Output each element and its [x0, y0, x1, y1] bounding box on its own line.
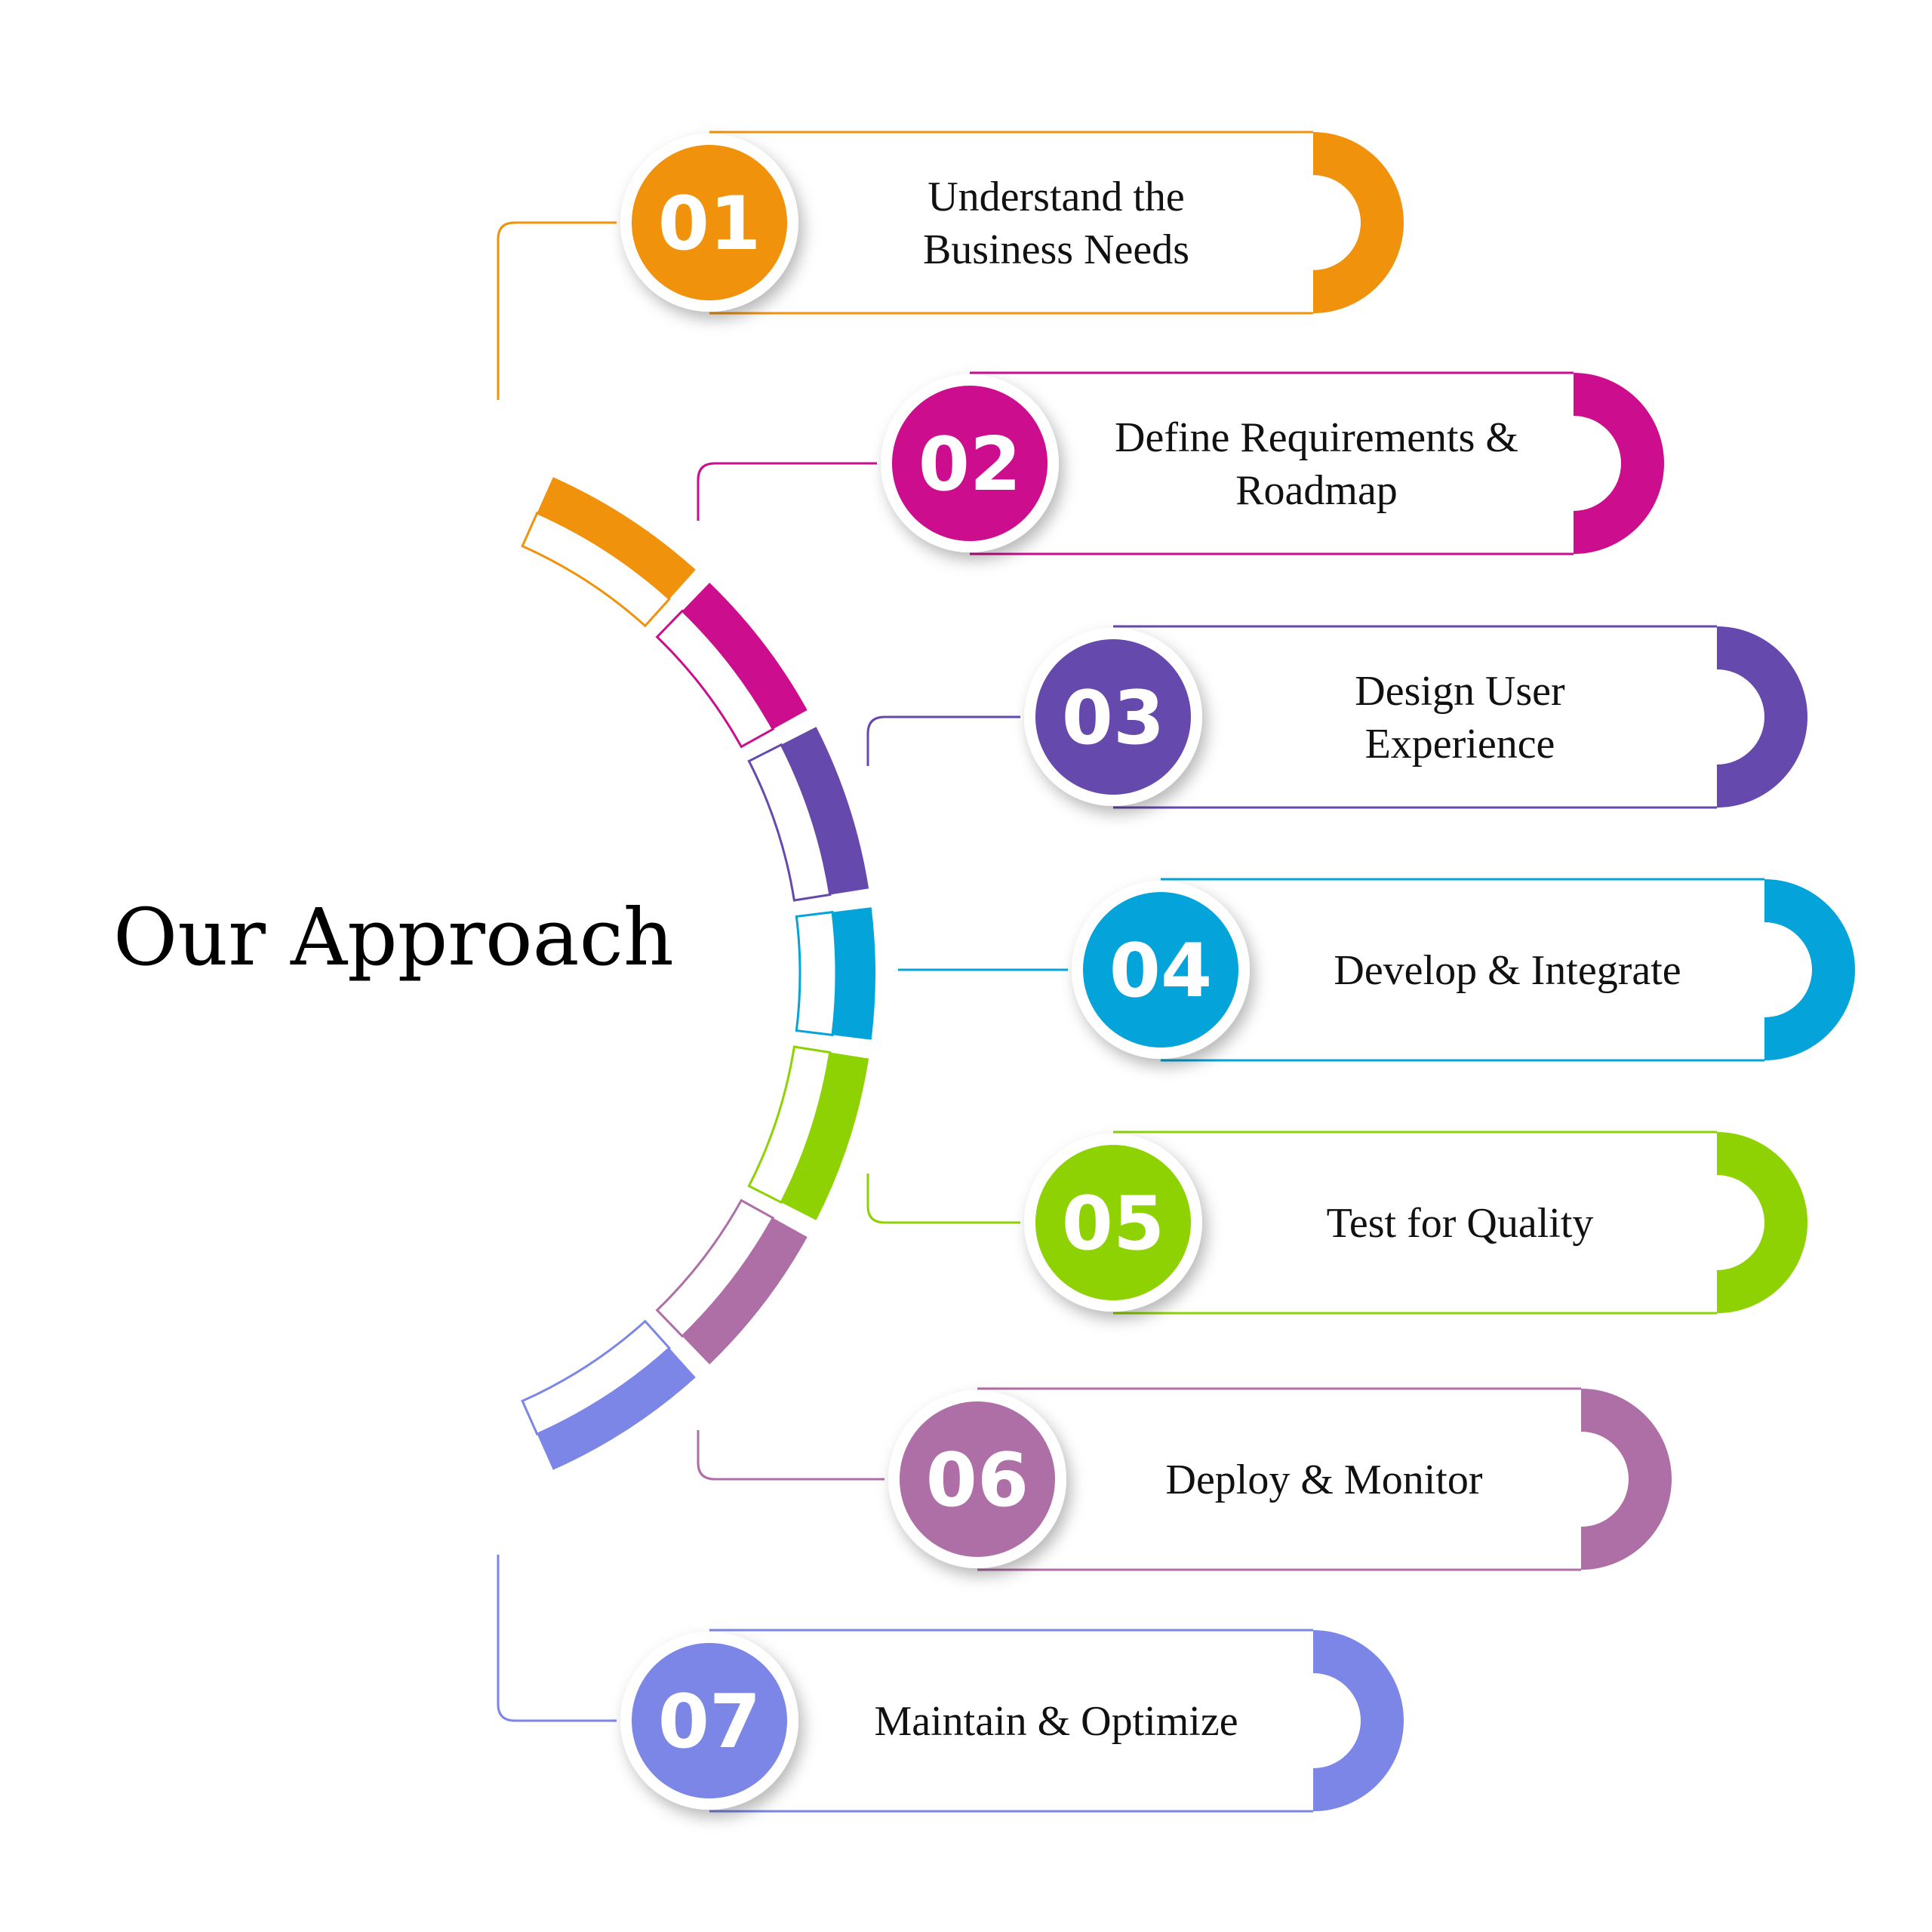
arc-segment-05 [781, 1052, 869, 1220]
card-outline [1113, 625, 1717, 809]
step-label-line: Understand the [928, 174, 1185, 220]
arc-inner-band-06 [655, 1198, 775, 1338]
step-label-line: Maintain & Optimize [874, 1698, 1238, 1745]
step-label-line: Develop & Integrate [1334, 947, 1681, 994]
number-circle [1035, 639, 1191, 795]
diagram-title: Our Approach [113, 891, 674, 983]
card-end-cap [1313, 1630, 1404, 1811]
step-card-05: 05 Test for Quality [1024, 1131, 1807, 1315]
card-outline [709, 131, 1313, 315]
card-outline [970, 371, 1574, 555]
arc-inner-band-02 [655, 609, 775, 749]
connector-07 [497, 1555, 617, 1722]
connector-06 [697, 1430, 884, 1481]
arc-segments [521, 477, 875, 1470]
card-outline [1161, 878, 1764, 1062]
arc-inner-band-03 [747, 743, 832, 902]
arc-segment-04 [832, 907, 875, 1040]
connector-03 [866, 715, 1020, 766]
connector-01 [497, 221, 617, 400]
connector-05 [866, 1174, 1020, 1224]
arc-segment-03 [781, 727, 869, 895]
step-card-04: 04 Develop & Integrate [1072, 878, 1855, 1062]
card-outline [709, 1629, 1313, 1813]
card-outline [1113, 1131, 1717, 1315]
step-card-02: 02 Define Requirements & Roadmap [881, 371, 1664, 555]
step-card-07: 07 Maintain & Optimize [620, 1629, 1404, 1813]
step-label-line: Business Needs [923, 226, 1189, 273]
arc-segment-07 [537, 1348, 696, 1470]
step-number: 06 [926, 1438, 1029, 1524]
step-number: 04 [1109, 928, 1212, 1014]
number-circle [900, 1401, 1055, 1557]
arc-inner-band-07 [521, 1319, 672, 1436]
number-circle [892, 386, 1048, 541]
arc-inner-band-01 [521, 511, 672, 628]
step-number: 02 [918, 422, 1021, 508]
step-label-line: Design User [1355, 668, 1565, 715]
step-card-06: 06 Deploy & Monitor [888, 1387, 1672, 1571]
arc-segment-01 [537, 477, 696, 599]
card-outline [977, 1387, 1581, 1571]
number-circle [632, 145, 787, 300]
number-circle [632, 1643, 787, 1798]
arc-segment-06 [682, 1217, 808, 1364]
card-end-cap [1574, 373, 1664, 554]
step-label-line: Roadmap [1235, 467, 1398, 514]
number-circle [1035, 1145, 1191, 1300]
step-label-line: Test for Quality [1327, 1200, 1594, 1247]
arc-inner-band-04 [795, 910, 838, 1037]
connector-02 [697, 462, 877, 521]
step-number: 03 [1062, 675, 1164, 761]
step-label-line: Experience [1365, 721, 1555, 768]
card-end-cap [1717, 626, 1807, 808]
card-end-cap [1717, 1132, 1807, 1313]
arc-segment-02 [682, 583, 808, 730]
step-number: 01 [658, 181, 761, 267]
connectors [497, 221, 1068, 1722]
step-number: 05 [1062, 1181, 1164, 1267]
number-circle [1083, 892, 1238, 1048]
card-end-cap [1313, 132, 1404, 313]
step-label-line: Define Requirements & [1115, 414, 1518, 461]
card-end-cap [1764, 879, 1855, 1060]
step-number: 07 [658, 1679, 761, 1765]
card-end-cap [1581, 1389, 1672, 1570]
arc-inner-band-05 [747, 1045, 832, 1204]
step-label-line: Deploy & Monitor [1166, 1457, 1483, 1503]
